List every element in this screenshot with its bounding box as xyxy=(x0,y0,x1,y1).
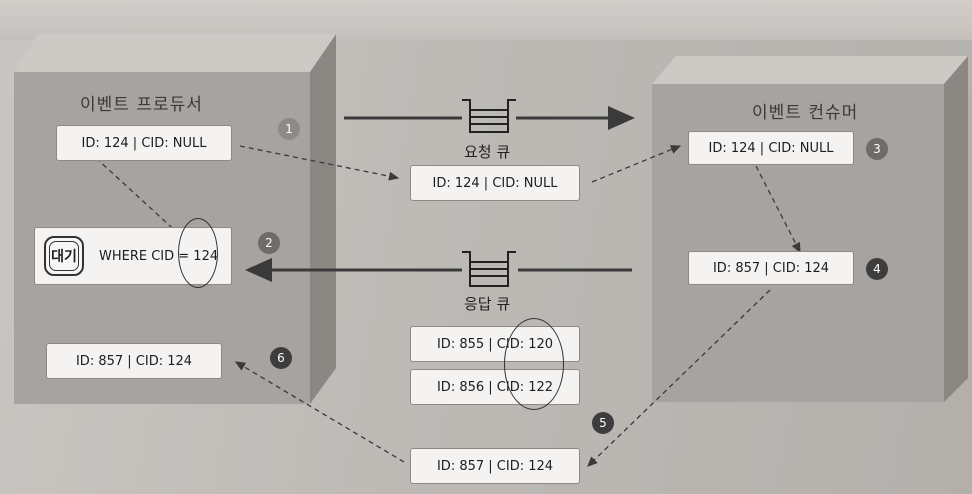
wait-sign-text: 대기 xyxy=(51,249,77,265)
consumer-received-card: ID: 124 | CID: NULL xyxy=(688,131,854,165)
step-badge-1: 1 xyxy=(278,118,300,140)
cid-column-highlight-ellipse xyxy=(504,318,564,410)
producer-received-card: ID: 857 | CID: 124 xyxy=(46,343,222,379)
step-badge-5: 5 xyxy=(592,412,614,434)
consumer-box-side xyxy=(944,56,968,402)
incoming-response-message: ID: 857 | CID: 124 xyxy=(410,448,580,484)
producer-box-side xyxy=(310,34,336,404)
producer-box-top xyxy=(14,34,336,72)
flow-arrow-2 xyxy=(591,145,682,183)
flow-arrow-3 xyxy=(755,165,801,254)
top-background-strip xyxy=(0,0,972,40)
producer-label: 이벤트 프로듀서 xyxy=(80,95,203,115)
wait-stop-sign-icon: 대기 xyxy=(44,236,84,276)
response-queue-icon xyxy=(462,251,516,287)
step-badge-6: 6 xyxy=(270,347,292,369)
consumer-response-card: ID: 857 | CID: 124 xyxy=(688,251,854,285)
flow-arrow-5 xyxy=(234,361,405,463)
request-queue-icon xyxy=(462,99,516,133)
step-badge-3: 3 xyxy=(866,138,888,160)
consumer-box-top xyxy=(652,56,968,84)
consumer-label: 이벤트 컨슈머 xyxy=(752,103,859,123)
cid-highlight-ellipse xyxy=(178,218,218,288)
step-badge-4: 4 xyxy=(866,258,888,280)
request-queue-message: ID: 124 | CID: NULL xyxy=(410,165,580,201)
step-badge-2: 2 xyxy=(258,232,280,254)
response-queue-label: 응답 큐 xyxy=(464,295,511,313)
producer-request-card: ID: 124 | CID: NULL xyxy=(56,125,232,161)
request-queue-label: 요청 큐 xyxy=(464,143,511,161)
flow-arrow-4 xyxy=(587,289,771,467)
